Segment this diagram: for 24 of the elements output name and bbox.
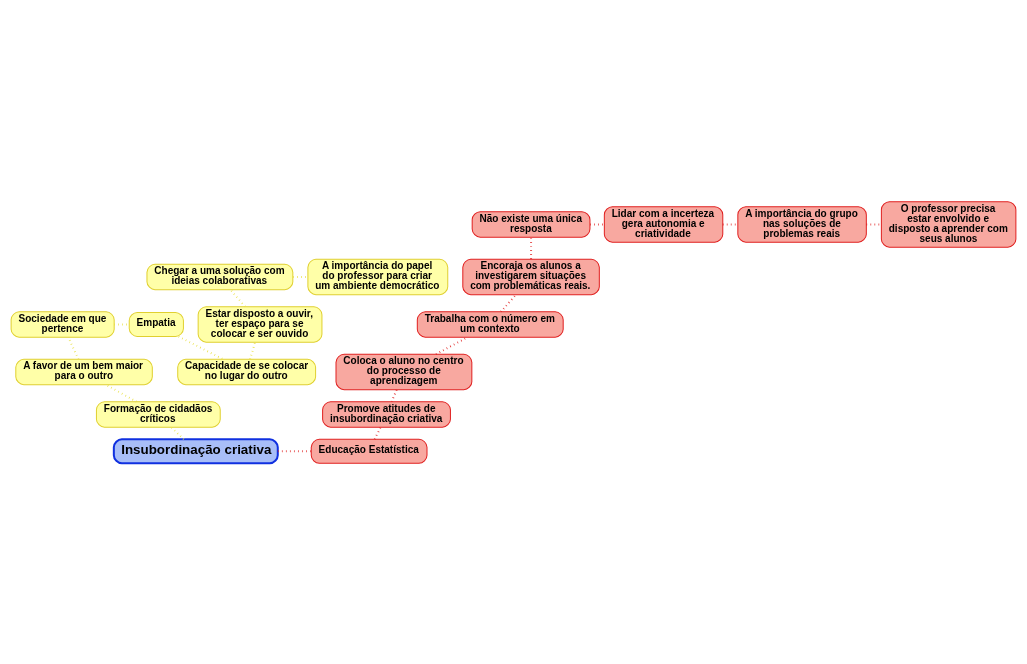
node-box: Coloca o aluno no centro do processo de aprendizagem [335,353,473,390]
node-box: Encoraja os alunos a investigarem situações com problemáticas reais. [462,258,600,295]
node-box: Educação Estatística [310,438,428,464]
connector [178,335,224,360]
node-box: Estar disposto a ouvir, ter espaço para se colocar e ser ouvido [197,305,323,343]
connector [373,426,382,440]
node-box: Trabalha com o número em um contexto [416,310,564,338]
node-box: Não existe uma única resposta [471,210,591,238]
node-box: Chegar a uma solução com ideias colaborativas [146,263,294,290]
node-box: Capacidade de se colocar no lugar do outro [177,358,317,385]
node-box: Promove atitudes de insubordinação criativa [322,400,451,428]
node-box: Lidar com a incerteza gera autonomia e criatividade [603,205,724,243]
connector [435,335,468,355]
node-box: Empatia [128,311,184,337]
node-box: A importância do papel do professor para criar um ambiente democrático [307,258,449,295]
connector [500,293,517,312]
node-box: O professor precisa estar envolvido e disposto a aprender com seus alunos [880,200,1017,248]
node-box: Sociedade em que pertence [10,310,115,338]
node-box: Formação de cidadãos críticos [95,400,221,428]
node-box: Insubordinação criativa [112,437,279,464]
node-box: A importância do grupo nas soluções de problemas reais [737,205,867,243]
connector [229,288,246,307]
connector [105,383,137,403]
node-box: A favor de um bem maior para o outro [15,358,153,385]
